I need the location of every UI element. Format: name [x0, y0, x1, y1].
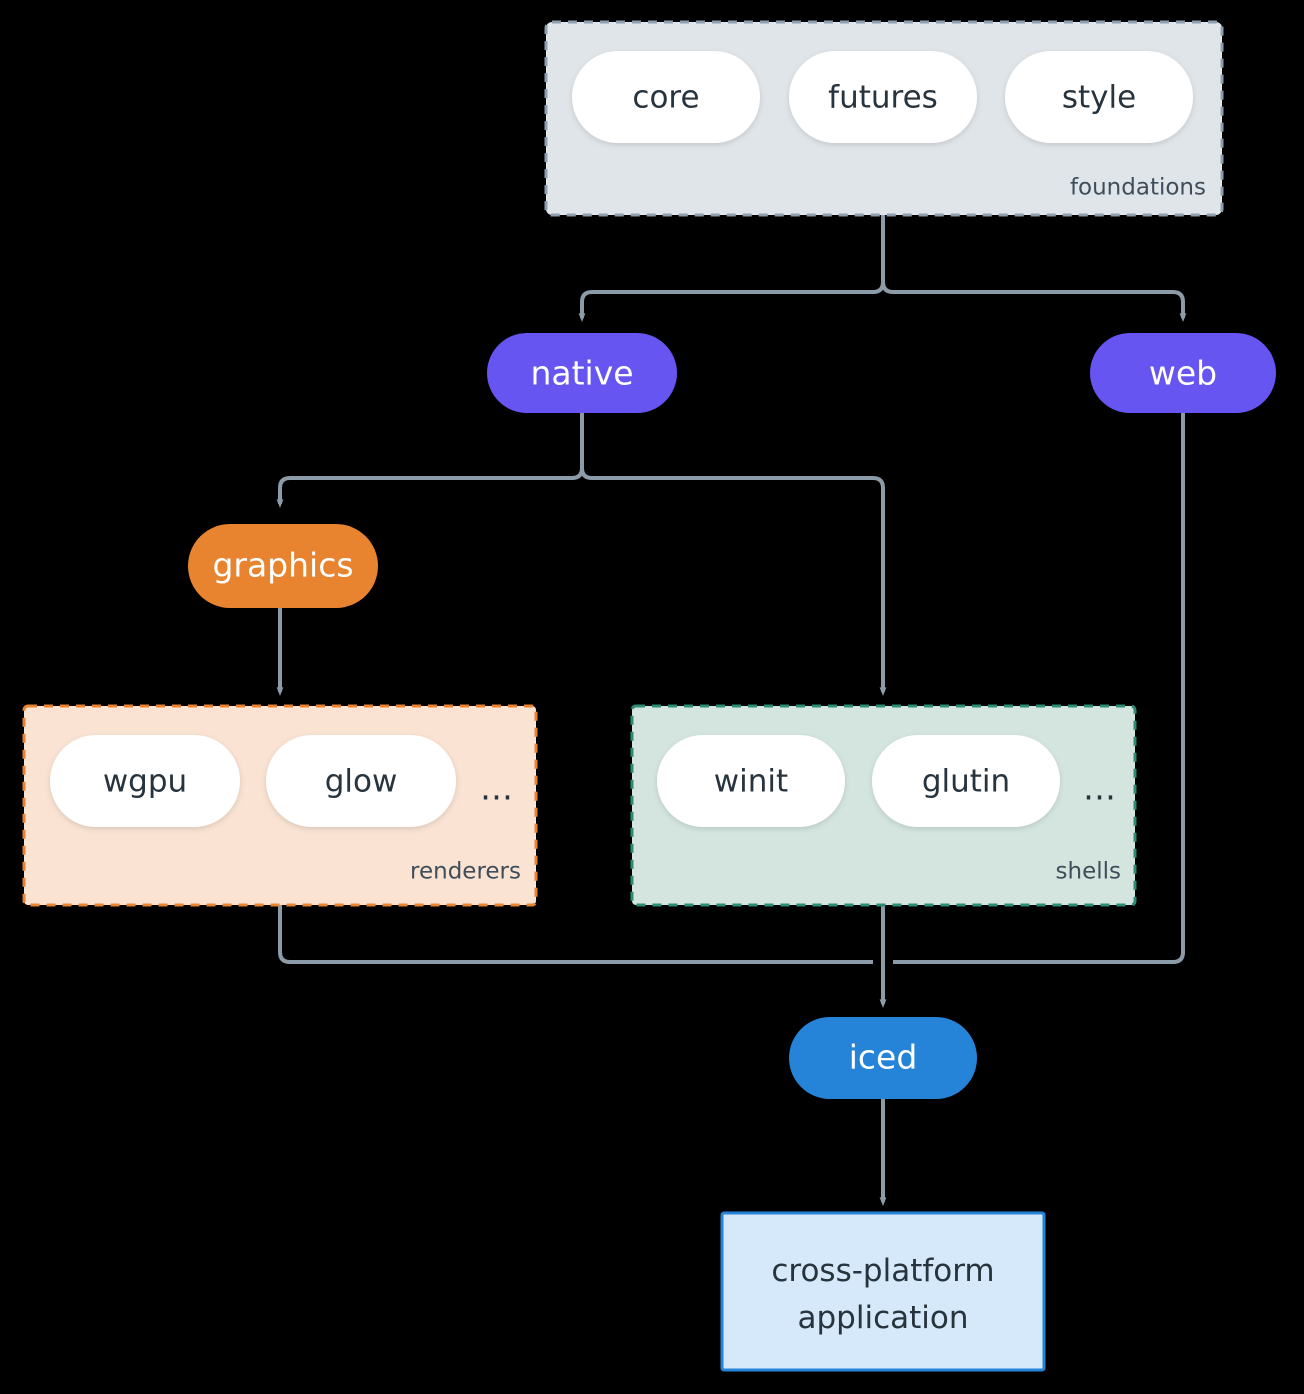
edge-renderers-to-iced	[278, 905, 873, 964]
node-wgpu[interactable]: wgpu	[50, 735, 240, 827]
node-glow-shape	[266, 735, 456, 827]
group-shells: winit glutin … shells	[630, 704, 1137, 907]
node-application-label-line2: application	[798, 1300, 969, 1336]
node-glow[interactable]: glow	[266, 735, 456, 827]
group-renderers-label: renderers	[410, 859, 521, 885]
group-foundations-label: foundations	[1070, 175, 1206, 201]
node-native-shape	[487, 333, 677, 413]
edge-layer	[276, 215, 1187, 1207]
node-winit-shape	[657, 735, 845, 827]
edge-foundations-to-web	[881, 281, 1187, 323]
node-wgpu-shape	[50, 735, 240, 827]
group-shells-label: shells	[1056, 859, 1121, 885]
edge-native-to-graphics	[276, 413, 584, 509]
node-glutin-shape	[872, 735, 1060, 827]
node-graphics[interactable]: graphics	[188, 524, 378, 608]
node-core-shape	[572, 51, 760, 143]
node-winit[interactable]: winit	[657, 735, 845, 827]
node-core[interactable]: core	[572, 51, 760, 143]
node-application-label-line1: cross-platform	[771, 1253, 994, 1289]
node-shells-more-label: …	[1083, 769, 1117, 808]
node-graphics-label: graphics	[212, 546, 353, 585]
node-native-label: native	[530, 354, 633, 393]
node-iced-shape	[789, 1017, 977, 1099]
node-glutin[interactable]: glutin	[872, 735, 1060, 827]
group-foundations: core futures style foundations	[544, 20, 1224, 217]
node-native[interactable]: native	[487, 333, 677, 413]
node-core-label: core	[632, 80, 699, 116]
node-web[interactable]: web	[1090, 333, 1276, 413]
node-wgpu-label: wgpu	[103, 764, 187, 800]
node-iced-label: iced	[849, 1038, 918, 1077]
node-graphics-shape	[188, 524, 378, 608]
node-futures-shape	[789, 51, 977, 143]
edge-foundations-split	[578, 215, 885, 323]
group-renderers: wgpu glow … renderers	[22, 704, 538, 907]
node-winit-label: winit	[714, 764, 788, 800]
node-glutin-label: glutin	[922, 764, 1010, 800]
node-futures[interactable]: futures	[789, 51, 977, 143]
node-style-label: style	[1062, 80, 1136, 116]
node-application-shape	[720, 1211, 1046, 1372]
node-renderers-more-label: …	[480, 769, 514, 808]
node-style[interactable]: style	[1005, 51, 1193, 143]
node-futures-label: futures	[828, 80, 938, 116]
node-glow-label: glow	[325, 764, 398, 800]
node-iced[interactable]: iced	[789, 1017, 977, 1099]
node-application[interactable]: cross-platform application	[720, 1211, 1046, 1372]
node-style-shape	[1005, 51, 1193, 143]
node-web-shape	[1090, 333, 1276, 413]
node-web-label: web	[1149, 354, 1217, 393]
edge-web-to-iced	[893, 413, 1185, 964]
edge-native-to-shells	[580, 467, 887, 697]
